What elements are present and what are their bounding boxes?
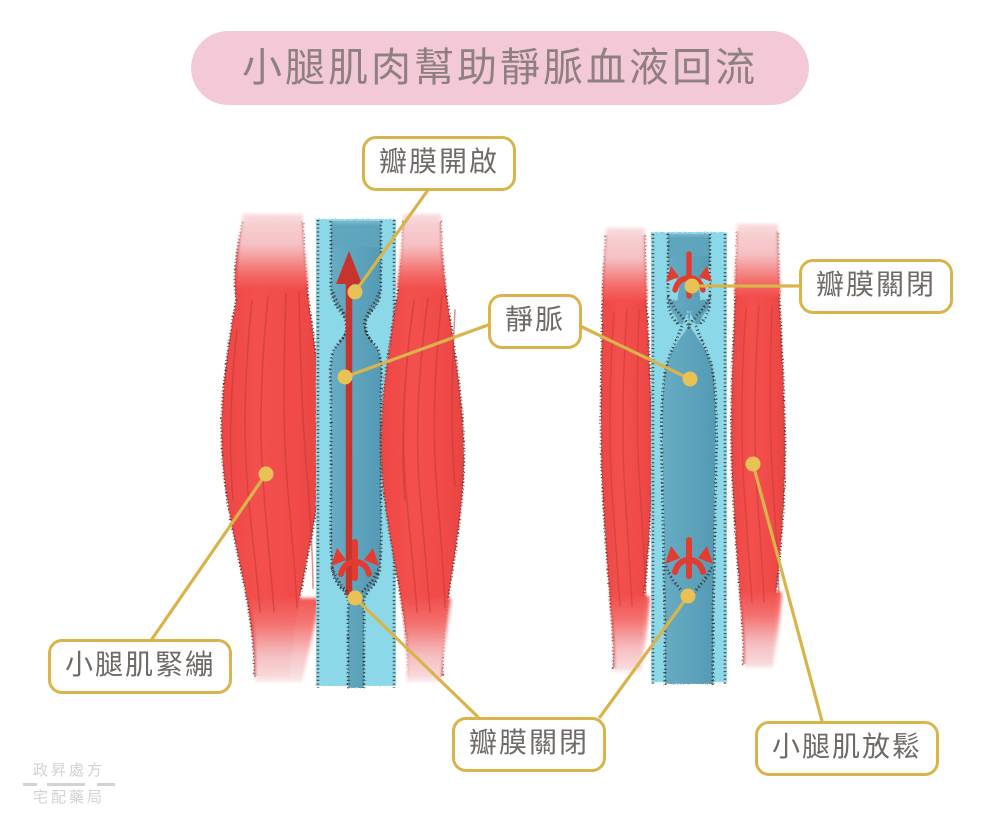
dot-valve-open: [347, 284, 363, 300]
label-valve-closed-right[interactable]: 瓣膜關閉: [799, 259, 954, 314]
watermark-divider: [23, 783, 115, 787]
dot-vein-right: [682, 371, 698, 387]
vein-lumen-right: [660, 234, 718, 686]
label-calf-muscle-tense[interactable]: 小腿肌緊繃: [48, 639, 233, 694]
watermark-line-1: 政昇處方: [32, 761, 105, 779]
label-vein[interactable]: 靜脈: [488, 294, 583, 349]
muscle-belly-right-outer: [379, 214, 466, 682]
connector-valve-closed-bottom-right: [598, 594, 690, 719]
dot-vein-left: [337, 369, 353, 385]
dot-calf-tense: [258, 466, 274, 482]
dot-valve-closed-bottom-left: [347, 590, 363, 606]
dot-calf-relax: [745, 456, 761, 472]
label-calf-muscle-relax[interactable]: 小腿肌放鬆: [755, 721, 940, 776]
panel-relaxed-muscle: [599, 224, 787, 686]
watermark: 政昇處方 宅配藥局: [14, 761, 124, 807]
page-title: 小腿肌肉幫助靜脈血液回流: [242, 45, 758, 91]
dot-valve-closed-bottom-right: [680, 588, 696, 604]
backflow-arrow-left: [338, 539, 372, 581]
connector-valve-closed-bottom-left: [353, 596, 480, 719]
dot-valve-closed-right: [684, 278, 700, 294]
label-valve-closed-bottom[interactable]: 瓣膜關閉: [452, 717, 607, 772]
muscle-belly-left-outer: [220, 214, 324, 682]
muscle-belly-relaxed-right-outer: [729, 224, 787, 668]
connector-valve-open: [353, 188, 430, 294]
blood-flow-arrow-up-left: [336, 251, 362, 595]
panel-contracted-muscle: [220, 214, 466, 688]
valve-closed-right-lower: [664, 537, 714, 605]
valve-closed-left-lower: [330, 539, 381, 607]
label-valve-open[interactable]: 瓣膜開啟: [362, 136, 517, 191]
connector-calf-relax: [751, 462, 824, 723]
connector-vein-left: [343, 323, 490, 379]
title-banner: 小腿肌肉幫助靜脈血液回流: [191, 31, 809, 105]
callout-connector-dots: [258, 278, 761, 606]
callout-connectors: [150, 188, 824, 723]
connector-calf-tense: [150, 472, 268, 641]
muscle-belly-relaxed-left-outer: [599, 228, 654, 672]
backflow-arrow-right-lower: [672, 537, 706, 579]
connector-vein-right: [576, 323, 692, 381]
watermark-line-2: 宅配藥局: [32, 788, 105, 807]
